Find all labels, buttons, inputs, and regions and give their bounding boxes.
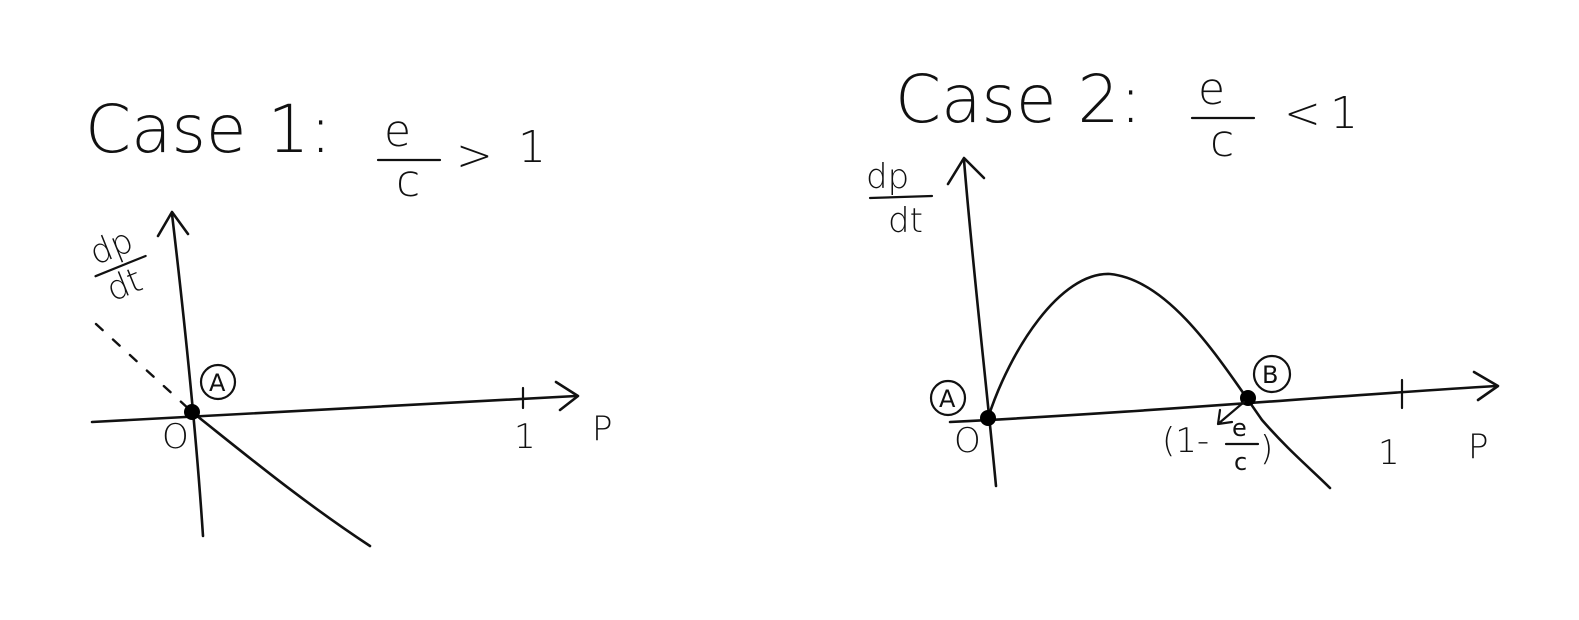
case2-root-close: ) <box>1260 429 1273 469</box>
case1-dashed-extension <box>94 322 192 412</box>
case2-x-axis <box>948 384 1498 424</box>
case2-origin-label: O <box>954 421 981 461</box>
case2-equilibrium-a-dot <box>980 410 996 426</box>
case2-y-axis <box>962 158 998 488</box>
case2-tick-label: 1 <box>1378 433 1400 473</box>
case1-equilibrium-dot <box>184 404 200 420</box>
case1-y-axis-label: dp dt <box>84 221 148 311</box>
case2-point-a-label: A <box>939 385 956 413</box>
case2-root-open: (1- <box>1162 421 1209 461</box>
case2-y-label-bar <box>868 194 934 200</box>
case2-y-axis-arrowhead <box>946 156 986 186</box>
case1-origin-label: O <box>162 417 189 457</box>
case1-x-axis-label: P <box>592 409 613 449</box>
case2-x-axis-arrowhead <box>1472 370 1500 402</box>
case2-root-label: (1- e c ) <box>1162 400 1273 476</box>
case2-root-numerator: e <box>1232 414 1247 442</box>
case2-point-b-label: B <box>1262 361 1278 389</box>
case1-cond-denominator: c <box>396 156 420 207</box>
case2-y-label-den: dt <box>888 201 923 241</box>
case1-x-axis-arrowhead <box>554 380 580 412</box>
case2-root-pointer-arrow <box>1216 400 1246 426</box>
case1-cond-rhs: 1 <box>518 122 546 173</box>
case1-cond-numerator: e <box>384 106 411 157</box>
case1-title: Case 1: <box>85 91 332 168</box>
case1-y-axis <box>170 212 205 538</box>
case1-y-axis-arrowhead <box>156 210 190 238</box>
case1-x-axis <box>90 394 578 424</box>
case2-x-axis-label: P <box>1468 427 1489 467</box>
case2-cond-numerator: e <box>1198 64 1225 115</box>
case2-y-label-num: dp <box>866 157 909 197</box>
case1-cond-relation: > <box>456 130 493 181</box>
case2-point-b-circle <box>1252 354 1292 394</box>
case2-curve <box>986 272 1332 490</box>
case1-tick-label: 1 <box>514 417 536 457</box>
case1-y-label-bar <box>94 254 147 278</box>
case1-curve <box>190 410 372 548</box>
case2-cond-denominator: c <box>1210 116 1234 167</box>
case1-point-a-circle <box>199 363 237 401</box>
case1-point-a-label: A <box>209 369 226 397</box>
case2-y-axis-label: dp dt <box>866 157 934 241</box>
case2-root-denominator: c <box>1234 448 1247 476</box>
case1-panel: Case 1: e c > 1 dp dt 1 P O A <box>84 91 613 548</box>
case2-cond-rhs: 1 <box>1330 88 1358 139</box>
case2-cond-relation: < <box>1284 88 1321 139</box>
case2-panel: Case 2: e c < 1 dp dt 1 P O A B <box>866 61 1500 490</box>
case2-point-a-circle <box>929 379 967 417</box>
case2-title: Case 2: <box>895 61 1142 138</box>
